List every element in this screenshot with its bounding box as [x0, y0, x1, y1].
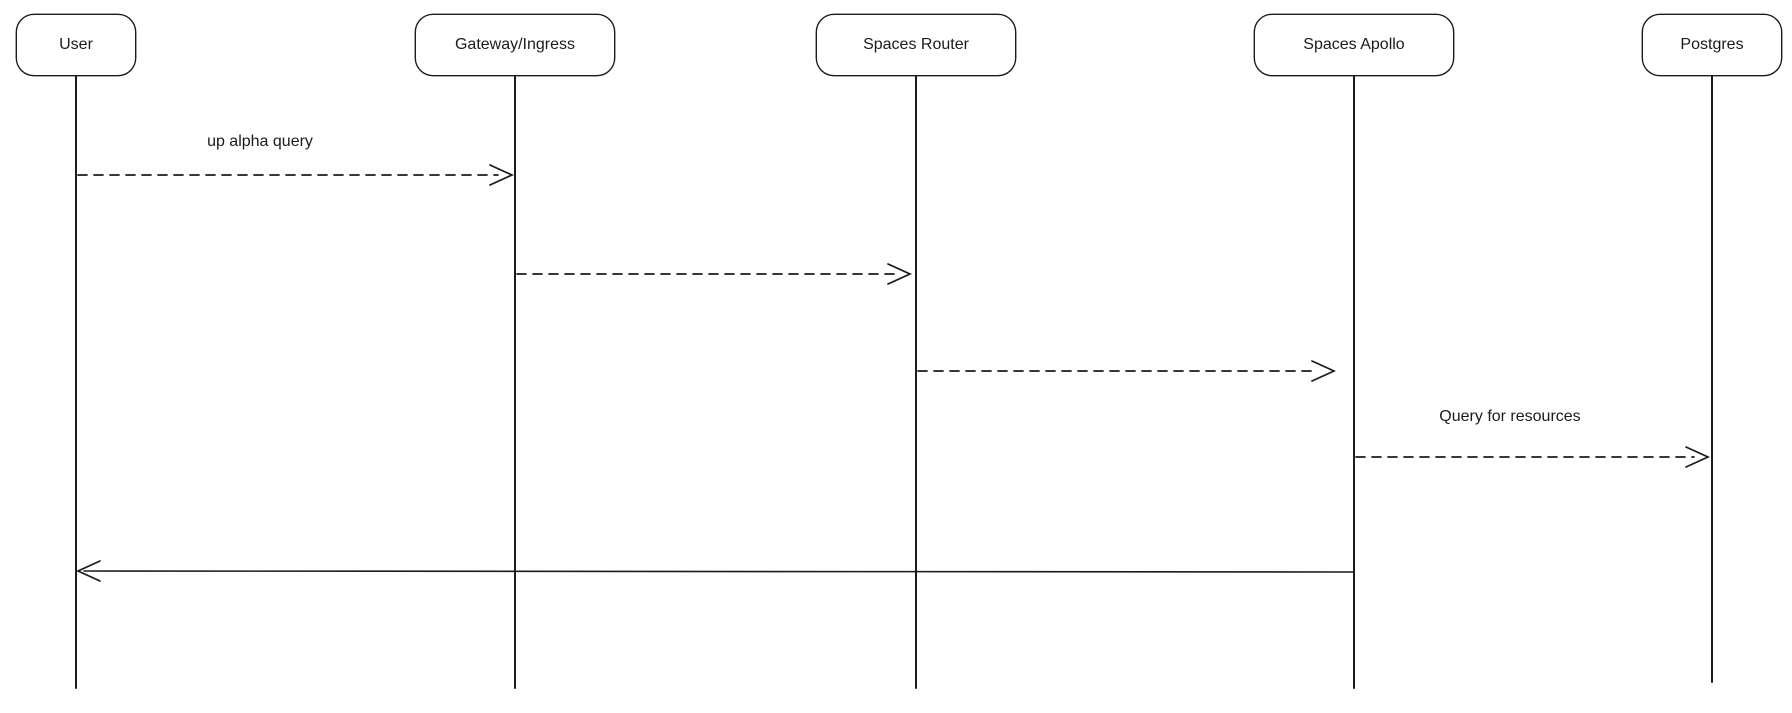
arrowhead-right-icon — [489, 164, 515, 186]
actor-box-gateway-ingress: Gateway/Ingress — [415, 14, 615, 76]
actor-box-user: User — [16, 14, 136, 76]
actor-box-spaces-router: Spaces Router — [816, 14, 1016, 76]
actor-box-postgres: Postgres — [1642, 14, 1782, 76]
actor-label-spaces-apollo: Spaces Apollo — [1303, 36, 1405, 53]
arrowhead-right-icon — [1311, 360, 1337, 382]
return-arrow — [75, 560, 1355, 582]
actor-label-user: User — [59, 36, 93, 53]
message-arrow-1 — [77, 164, 515, 186]
actor-label-gateway-ingress: Gateway/Ingress — [454, 36, 576, 53]
arrowhead-right-icon — [1685, 446, 1711, 468]
message-arrow-2 — [516, 263, 913, 285]
actor-box-spaces-apollo: Spaces Apollo — [1254, 14, 1454, 76]
actor-label-spaces-router: Spaces Router — [863, 36, 969, 53]
message-arrow-3 — [917, 360, 1337, 382]
actor-label-postgres: Postgres — [1680, 36, 1744, 53]
lifelines — [75, 75, 1713, 689]
message-arrow-4 — [1355, 446, 1711, 468]
return-line — [83, 570, 1355, 573]
message-label-up-alpha-query: up alpha query — [207, 133, 313, 150]
arrowhead-right-icon — [887, 263, 913, 285]
arrowhead-left-icon — [75, 560, 101, 582]
message-label-query-for-resources: Query for resources — [1439, 408, 1581, 425]
